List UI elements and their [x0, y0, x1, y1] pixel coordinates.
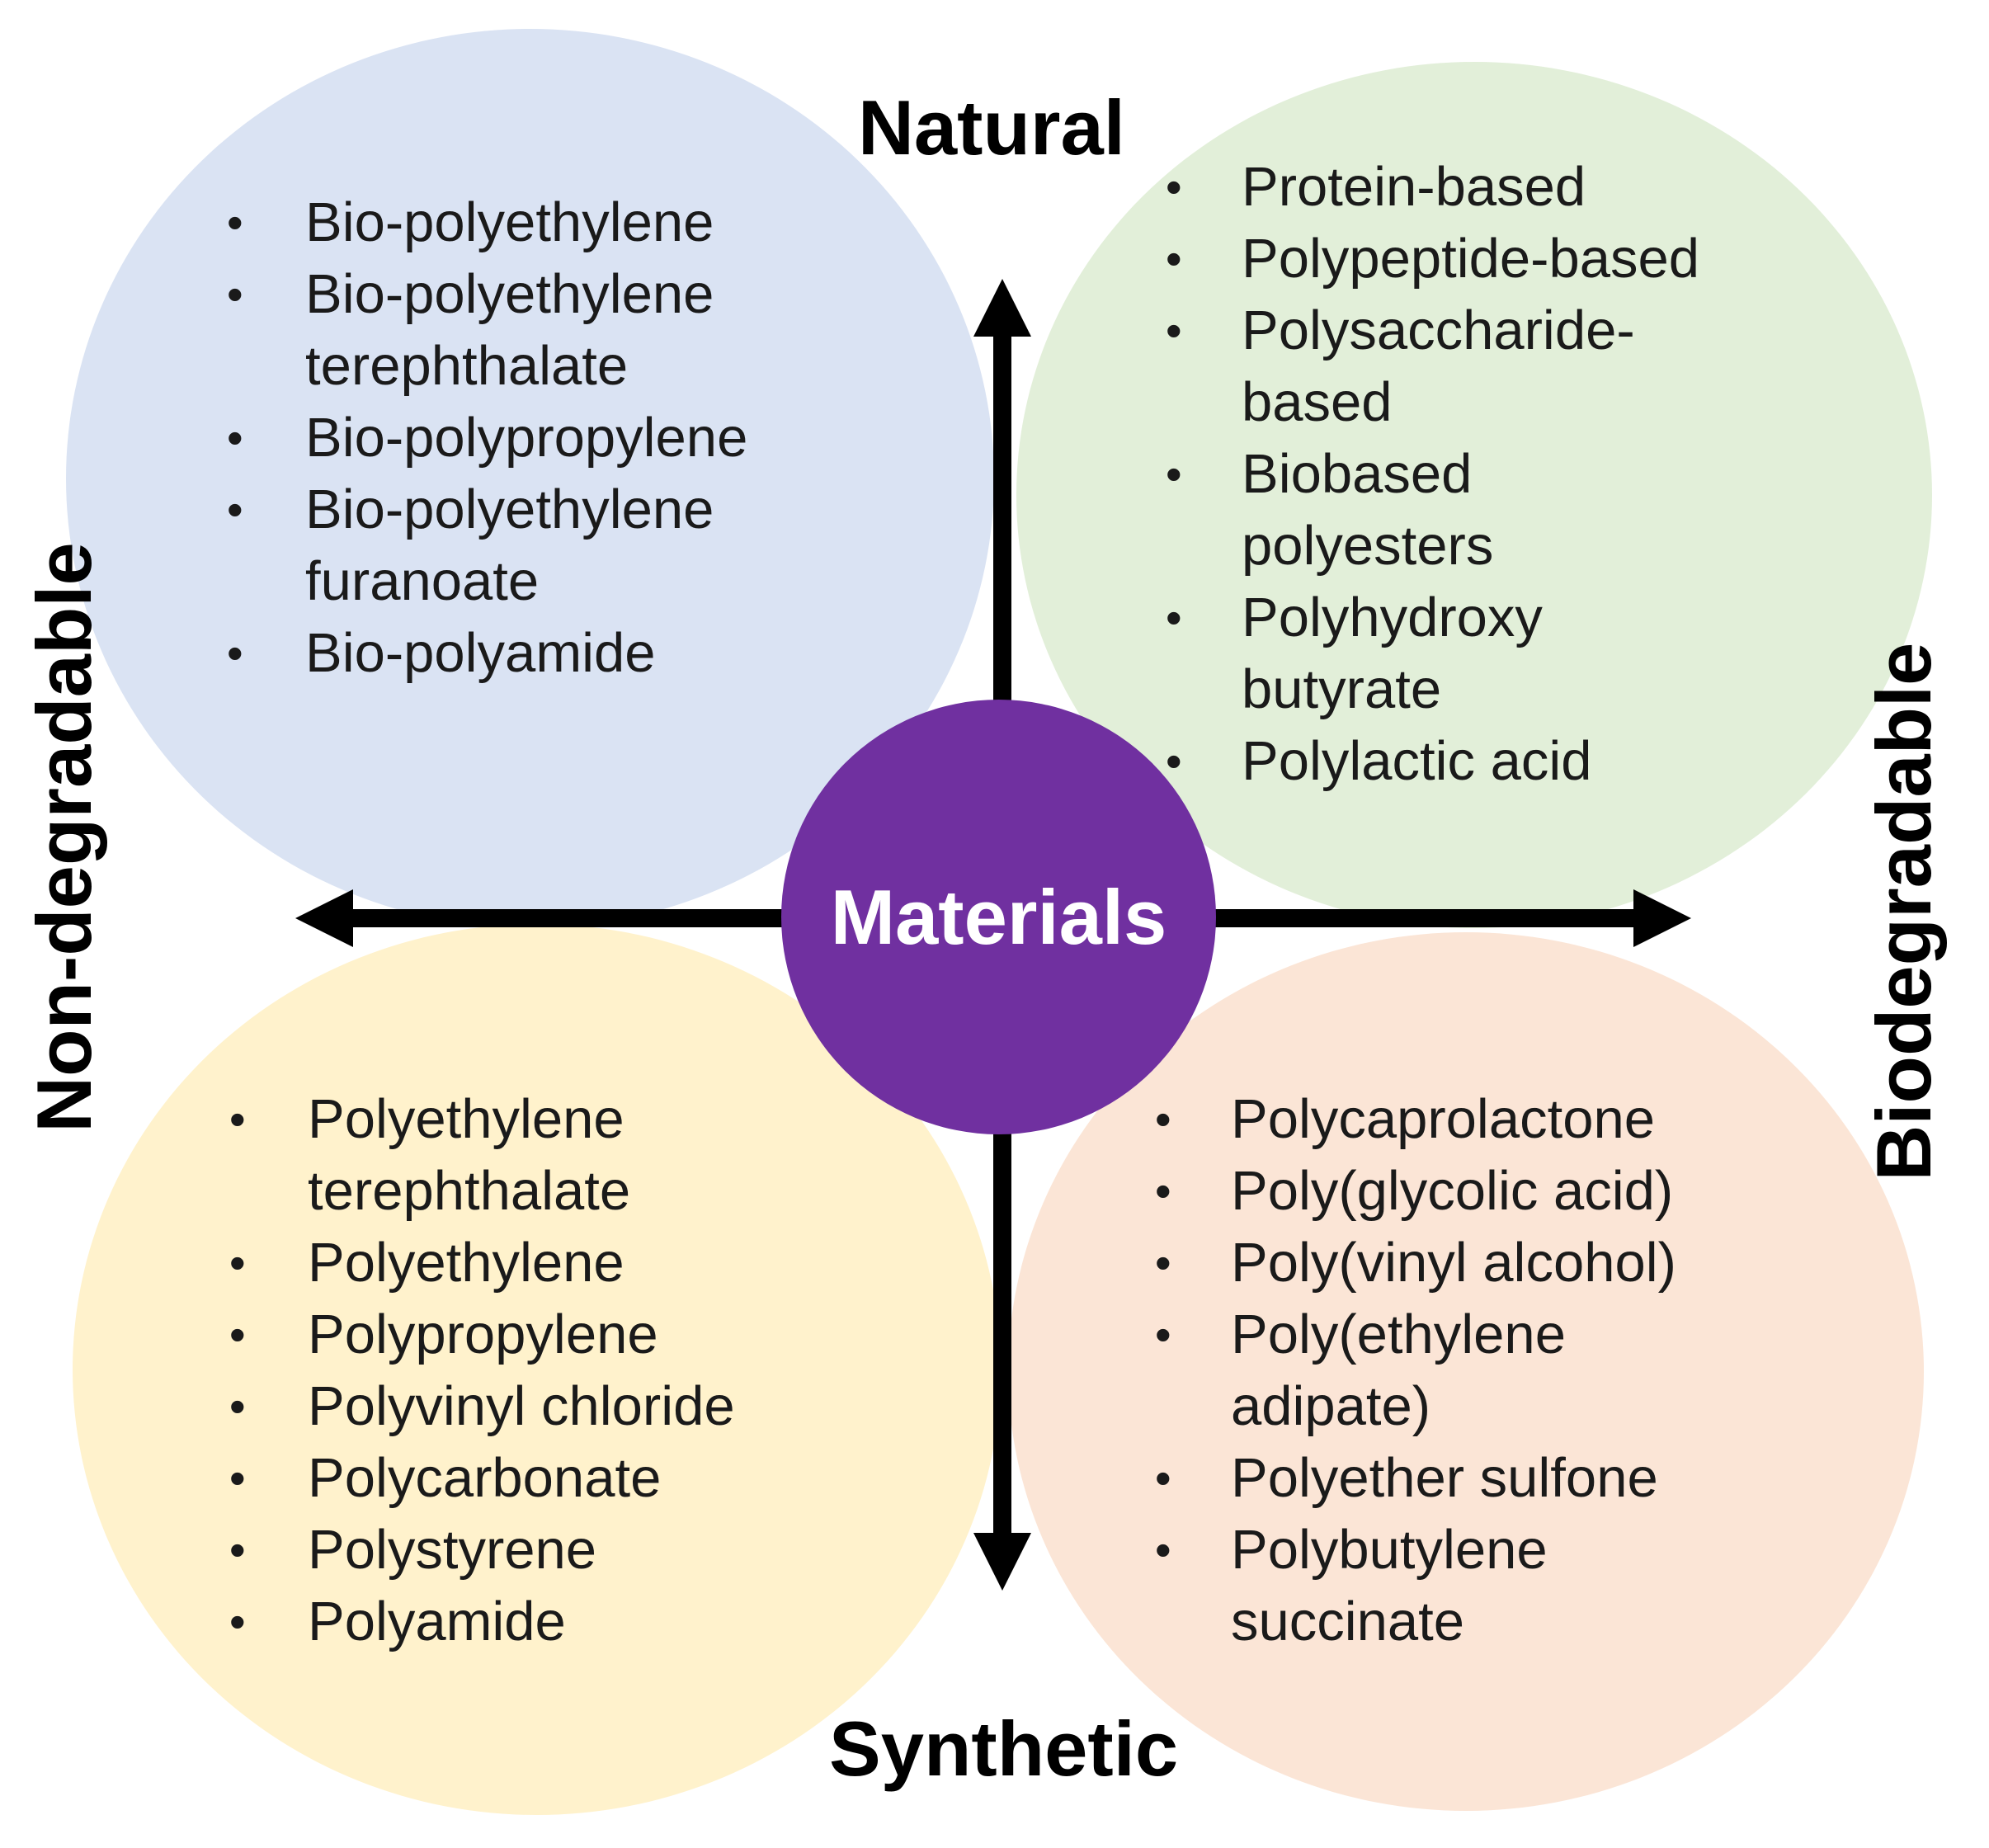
- list-item: • Poly(glycolic acid): [1155, 1155, 1800, 1227]
- list-item-text: Poly(ethylene: [1231, 1304, 1566, 1365]
- bullet-icon: •: [229, 1452, 246, 1504]
- list-item: • Polyvinyl chloride: [229, 1370, 836, 1442]
- list-item: • Biobased polyesters: [1166, 438, 1803, 582]
- list-item-text: based: [1242, 371, 1393, 433]
- list-item: • Polyethylene terephthalate: [229, 1083, 836, 1227]
- list-item: • Bio-polyethylene terephthalate: [227, 258, 833, 402]
- list-item-text: Polypeptide-based: [1242, 228, 1700, 290]
- list-item: • Polyhydroxy butyrate: [1166, 582, 1803, 725]
- list-item: • Polycaprolactone: [1155, 1083, 1800, 1155]
- bullet-icon: •: [1166, 161, 1182, 213]
- list-item-text: Protein-based: [1242, 156, 1586, 218]
- bullet-icon: •: [1155, 1237, 1171, 1289]
- list-item-text: furanoate: [305, 550, 540, 612]
- list-item-text: butyrate: [1242, 658, 1442, 720]
- list-item: • Polylactic acid: [1166, 725, 1803, 797]
- list-item: • Polystyrene: [229, 1514, 836, 1586]
- list-item: • Bio-polyamide: [227, 617, 833, 689]
- bullet-icon: •: [1166, 233, 1182, 285]
- list-item-text: Polyether sulfone: [1231, 1447, 1658, 1509]
- list-item: • Polypeptide-based: [1166, 223, 1803, 295]
- list-item: • Bio-polyethylene furanoate: [227, 474, 833, 617]
- center-node: Materials: [781, 700, 1216, 1134]
- bullet-icon: •: [229, 1596, 246, 1648]
- bullet-icon: •: [229, 1524, 246, 1576]
- bullet-icon: •: [229, 1237, 246, 1289]
- bullet-icon: •: [227, 483, 243, 535]
- list-item-text: Bio-polyethylene: [305, 191, 714, 253]
- list-item-text: Biobased: [1242, 443, 1473, 505]
- list-item: • Bio-polypropylene: [227, 402, 833, 474]
- bullet-icon: •: [1166, 735, 1182, 787]
- arrow-right-head: [1633, 889, 1691, 947]
- list-item-text: succinate: [1231, 1591, 1465, 1652]
- bullet-icon: •: [229, 1093, 246, 1145]
- bullet-icon: •: [1155, 1308, 1171, 1360]
- list-item-text: Poly(vinyl alcohol): [1231, 1232, 1676, 1294]
- list-item-text: polyesters: [1242, 515, 1494, 577]
- list-item: • Polyether sulfone: [1155, 1442, 1800, 1514]
- list-item-text: Polyhydroxy: [1242, 587, 1543, 648]
- natural-biodegradable-list: • Protein-based • Polypeptide-based • Polysac…: [1166, 151, 1803, 797]
- list-item: • Bio-polyethylene: [227, 186, 833, 258]
- natural-nondegradable-list: • Bio-polyethylene • Bio-polyethylene tereph…: [227, 186, 833, 689]
- arrow-up-head: [973, 279, 1031, 337]
- synthetic-biodegradable-circle: [1008, 932, 1924, 1811]
- list-item-text: adipate): [1231, 1375, 1431, 1437]
- bullet-icon: •: [227, 627, 243, 679]
- list-item: • Polyamide: [229, 1586, 836, 1657]
- bullet-icon: •: [1155, 1524, 1171, 1576]
- list-item-text: terephthalate: [308, 1160, 631, 1222]
- list-item-text: Polyethylene: [308, 1088, 625, 1150]
- list-item-text: Polyethylene: [308, 1232, 625, 1294]
- list-item-text: Polylactic acid: [1242, 730, 1592, 792]
- arrow-down-head: [973, 1533, 1031, 1591]
- bullet-icon: •: [229, 1380, 246, 1432]
- bullet-icon: •: [1155, 1165, 1171, 1217]
- list-item-text: Polybutylene: [1231, 1519, 1548, 1581]
- bullet-icon: •: [1166, 592, 1182, 644]
- bullet-icon: •: [227, 268, 243, 320]
- synthetic-biodegradable-list: • Polycaprolactone • Poly(glycolic acid) • Po…: [1155, 1083, 1800, 1657]
- list-item-text: Bio-polypropylene: [305, 407, 748, 469]
- axis-label-synthetic: Synthetic: [829, 1705, 1179, 1792]
- list-item-text: Bio-polyethylene: [305, 478, 714, 540]
- list-item-text: Poly(glycolic acid): [1231, 1160, 1674, 1222]
- list-item: • Poly(vinyl alcohol): [1155, 1227, 1800, 1299]
- list-item: • Poly(ethylene adipate): [1155, 1299, 1800, 1442]
- list-item-text: Polysaccharide-: [1242, 299, 1635, 361]
- list-item-text: Bio-polyethylene: [305, 263, 714, 325]
- list-item-text: Polypropylene: [308, 1304, 658, 1365]
- bullet-icon: •: [227, 412, 243, 464]
- list-item-text: Polyamide: [308, 1591, 566, 1652]
- list-item-text: Polycaprolactone: [1231, 1088, 1655, 1150]
- list-item-text: terephthalate: [305, 335, 629, 397]
- axis-label-natural: Natural: [858, 84, 1125, 171]
- list-item: • Polypropylene: [229, 1299, 836, 1370]
- bullet-icon: •: [1166, 448, 1182, 500]
- list-item-text: Polycarbonate: [308, 1447, 662, 1509]
- bullet-icon: •: [1166, 304, 1182, 356]
- axis-label-non-degradable: Non-degradable: [21, 542, 107, 1133]
- list-item-text: Polyvinyl chloride: [308, 1375, 735, 1437]
- bullet-icon: •: [227, 196, 243, 248]
- list-item: • Polysaccharide-based: [1166, 295, 1803, 438]
- list-item-text: Bio-polyamide: [305, 622, 656, 684]
- list-item: • Polycarbonate: [229, 1442, 836, 1514]
- arrow-left-head: [295, 889, 353, 947]
- axis-label-biodegradable: Biodegradable: [1860, 642, 1947, 1181]
- list-item: • Polybutylene succinate: [1155, 1514, 1800, 1657]
- bullet-icon: •: [229, 1308, 246, 1360]
- list-item: • Protein-based: [1166, 151, 1803, 223]
- list-item: • Polyethylene: [229, 1227, 836, 1299]
- center-label: Materials: [830, 873, 1167, 960]
- list-item-text: Polystyrene: [308, 1519, 597, 1581]
- bullet-icon: •: [1155, 1452, 1171, 1504]
- bullet-icon: •: [1155, 1093, 1171, 1145]
